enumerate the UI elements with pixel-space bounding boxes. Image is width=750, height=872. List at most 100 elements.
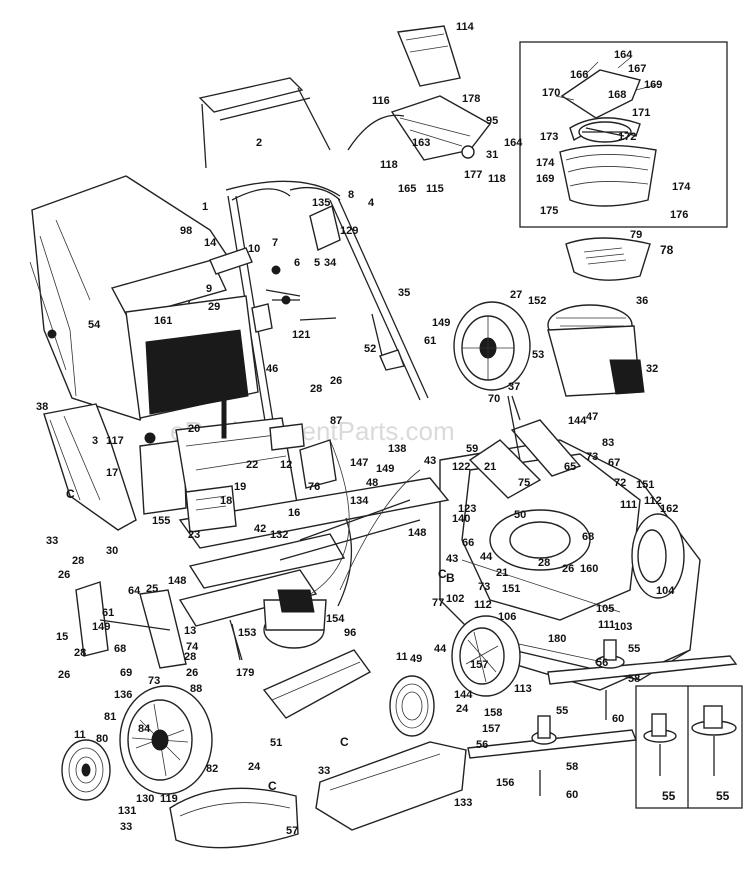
part-label: 116: [372, 95, 390, 107]
part-label: 26: [330, 375, 342, 387]
part-label: 180: [548, 633, 566, 645]
part-label: 59: [466, 443, 478, 455]
part-label: 54: [88, 319, 101, 331]
part-label: 174: [672, 181, 691, 193]
part-label: 7: [272, 237, 278, 249]
part-label: 158: [484, 707, 502, 719]
part-label: 28: [310, 383, 322, 395]
rear-deflector: [262, 649, 372, 719]
part-label: 33: [120, 821, 132, 833]
control-cables: [299, 439, 421, 601]
part-label: 134: [350, 495, 369, 507]
part-label: 105: [596, 603, 614, 615]
part-label: 103: [614, 621, 632, 633]
part-label: 81: [104, 711, 116, 723]
part-label: 152: [528, 295, 546, 307]
misc-parts: [144, 205, 521, 661]
part-label: 70: [488, 393, 500, 405]
part-label: 30: [106, 545, 118, 557]
part-label: 157: [482, 723, 500, 735]
part-label: 77: [432, 597, 444, 609]
part-label: 161: [154, 315, 172, 327]
part-label: 177: [464, 169, 482, 181]
part-label: 74: [186, 641, 199, 653]
part-label: 96: [344, 627, 356, 639]
reference-letter: C: [66, 487, 75, 501]
part-label: 61: [424, 335, 436, 347]
part-label: 83: [602, 437, 614, 449]
part-label: 112: [644, 495, 662, 507]
part-label: 87: [330, 415, 342, 427]
part-label: 29: [208, 301, 220, 313]
part-label: 61: [102, 607, 114, 619]
part-label: 118: [380, 159, 398, 171]
part-label: 25: [146, 583, 158, 595]
part-label: 23: [188, 529, 200, 541]
blade-adapter-inset: [635, 685, 743, 809]
part-label: 154: [326, 613, 345, 625]
part-label: 144: [454, 689, 473, 701]
part-label: 156: [496, 777, 514, 789]
part-label: 149: [432, 317, 450, 329]
part-label: 65: [564, 461, 576, 473]
part-label: 31: [486, 149, 498, 161]
part-label: 3: [92, 435, 98, 447]
part-label: 57: [286, 825, 298, 837]
part-label: 122: [452, 461, 470, 473]
part-label: 148: [408, 527, 426, 539]
part-label: 140: [452, 513, 470, 525]
part-label: 104: [656, 585, 675, 597]
part-label: 4: [368, 197, 375, 209]
part-label: 95: [486, 115, 498, 127]
rear-frame: [178, 477, 450, 627]
part-label: 75: [518, 477, 530, 489]
part-label: 14: [204, 237, 217, 249]
part-label: 175: [540, 205, 558, 217]
part-label: 47: [586, 411, 598, 423]
part-label: 17: [106, 467, 118, 479]
part-label: 26: [58, 669, 70, 681]
blades: [467, 639, 738, 796]
part-label: 147: [350, 457, 368, 469]
part-label: 46: [266, 363, 278, 375]
part-label: 121: [292, 329, 310, 341]
part-label: 170: [542, 87, 560, 99]
part-label: 5: [314, 257, 320, 269]
part-label: 26: [58, 569, 70, 581]
part-label: 44: [434, 643, 447, 655]
part-label: 148: [168, 575, 186, 587]
rear-wheel-left: [119, 685, 213, 795]
hubcap-middle: [389, 675, 435, 737]
part-label: 35: [398, 287, 410, 299]
part-label: 20: [188, 423, 200, 435]
part-label: 132: [270, 529, 288, 541]
part-label: 11: [396, 651, 408, 663]
side-chute-left: [169, 787, 299, 849]
part-label: 176: [670, 209, 688, 221]
part-label: 43: [446, 553, 458, 565]
part-label: 67: [608, 457, 620, 469]
part-label: 58: [628, 673, 640, 685]
part-label: 173: [540, 131, 558, 143]
part-label: 136: [114, 689, 132, 701]
part-label: 112: [474, 599, 492, 611]
part-label: 50: [514, 509, 526, 521]
part-label: 162: [660, 503, 678, 515]
reference-letter: C: [438, 567, 447, 581]
part-label: 102: [446, 593, 464, 605]
part-label: 129: [340, 225, 358, 237]
part-label: 115: [426, 183, 444, 195]
part-label: 155: [152, 515, 170, 527]
part-label: 163: [412, 137, 430, 149]
part-label: 10: [248, 243, 260, 255]
part-label: 119: [160, 793, 178, 805]
part-label: 49: [410, 653, 422, 665]
part-label: 64: [128, 585, 141, 597]
part-label: 165: [398, 183, 416, 195]
part-label: 33: [46, 535, 58, 547]
part-label: 56: [596, 657, 608, 669]
part-label: 2: [256, 137, 262, 149]
part-label: 27: [510, 289, 522, 301]
part-label: 28: [538, 557, 550, 569]
part-label: 84: [138, 723, 151, 735]
